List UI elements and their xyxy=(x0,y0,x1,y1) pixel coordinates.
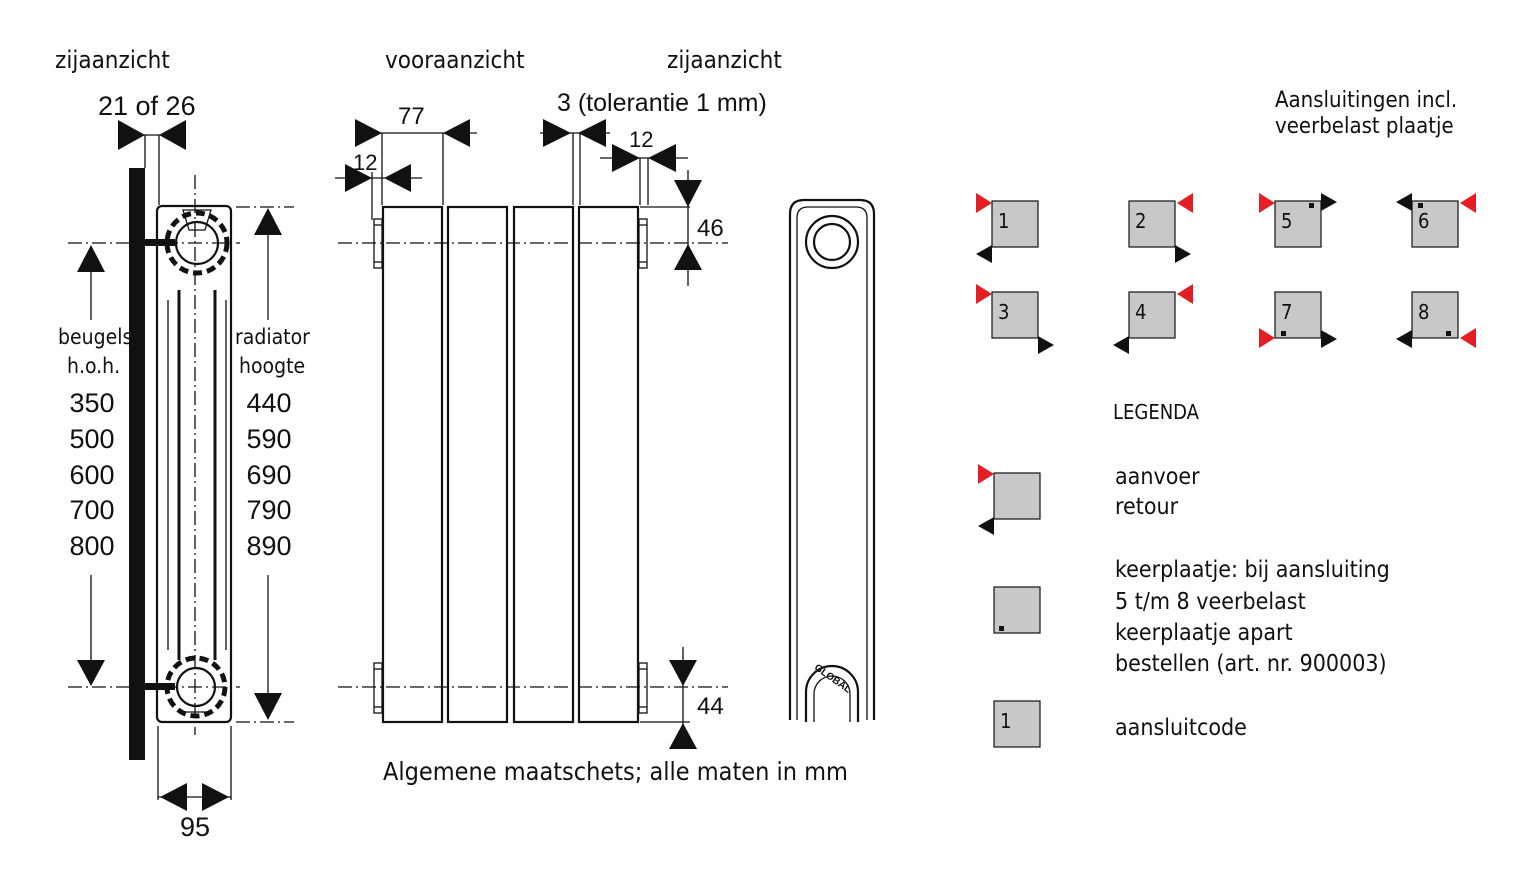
bracket-spacing-value: 800 xyxy=(69,531,114,561)
return-marker xyxy=(976,245,992,263)
connection-code: 1 xyxy=(998,209,1009,233)
bottom-offset-label: 44 xyxy=(697,693,724,720)
radiator-height-value: 790 xyxy=(246,495,291,525)
radiator-height-value: 440 xyxy=(246,388,291,418)
brand-mark: GLOBAL xyxy=(812,662,853,695)
top-offset-label: 46 xyxy=(697,215,724,242)
supply-marker xyxy=(976,284,992,304)
radiator-section xyxy=(381,205,444,724)
radiator-height-list: 440 590 690 790 890 xyxy=(246,388,291,561)
connection-grid: 1 2 5 6 3 xyxy=(976,193,1476,354)
return-marker xyxy=(1175,245,1191,263)
wall-rail xyxy=(129,168,145,760)
legend-supply-label: aanvoer xyxy=(1115,464,1200,490)
legend-return-label: retour xyxy=(1115,494,1179,520)
hoh-label: h.o.h. xyxy=(67,354,120,378)
legend-return-marker xyxy=(978,517,994,535)
beugels-label: beugels xyxy=(58,325,132,349)
connection-code-2: 2 xyxy=(1128,193,1193,263)
radiator-height-value: 890 xyxy=(246,531,291,561)
connection-code: 5 xyxy=(1281,209,1292,233)
connection-code: 8 xyxy=(1418,300,1429,324)
radiator-section xyxy=(446,205,509,724)
section-width-label: 77 xyxy=(398,103,425,130)
supply-marker xyxy=(1177,193,1193,213)
return-marker xyxy=(1113,336,1129,354)
radiator-label: radiator xyxy=(235,325,310,349)
bracket-spacing-list: 350 500 600 700 800 xyxy=(69,388,114,561)
spring-plate-marker xyxy=(1281,331,1286,336)
legend-box-plate xyxy=(993,586,1041,634)
tolerance-label: 3 (tolerantie 1 mm) xyxy=(557,89,767,117)
radiator-section xyxy=(512,205,575,724)
return-marker xyxy=(1038,336,1054,354)
return-marker xyxy=(1321,330,1337,348)
height-label: hoogte xyxy=(239,354,305,378)
supply-marker xyxy=(1460,193,1476,213)
front-view: 77 12 3 (tolerantie 1 m xyxy=(335,89,848,786)
side-view-left: 21 of 26 xyxy=(58,91,310,842)
radiator-height-value: 690 xyxy=(246,460,291,490)
legend-plate-text-3: keerplaatje apart xyxy=(1115,620,1293,646)
spring-plate-marker xyxy=(1309,203,1314,208)
spring-plate-marker xyxy=(1446,331,1451,336)
radiator-height-value: 590 xyxy=(246,424,291,454)
side-edge-offset-label: 12 xyxy=(629,127,653,152)
side-view-right: GLOBAL xyxy=(788,198,876,722)
connection-code-8: 8 xyxy=(1396,291,1476,348)
legend-code-label: aansluitcode xyxy=(1115,715,1247,741)
connection-code: 4 xyxy=(1135,300,1146,324)
side-view-right-title: zijaanzicht xyxy=(667,46,782,74)
bracket-spacing-value: 500 xyxy=(69,424,114,454)
connection-code-6: 6 xyxy=(1396,193,1476,248)
supply-marker xyxy=(1460,328,1476,348)
supply-marker xyxy=(976,193,992,213)
legend-box-code xyxy=(993,700,1041,748)
side-view-left-title: zijaanzicht xyxy=(55,46,170,74)
legend: LEGENDA aanvoer retour keerplaatje: bij … xyxy=(978,400,1390,748)
supply-marker xyxy=(1259,328,1275,348)
radiator-side-profile xyxy=(155,204,233,724)
connection-code: 7 xyxy=(1281,300,1292,324)
legend-title: LEGENDA xyxy=(1113,400,1200,424)
connection-code: 2 xyxy=(1135,209,1146,233)
return-marker xyxy=(1396,330,1412,348)
legend-plate-text-4: bestellen (art. nr. 900003) xyxy=(1115,651,1387,677)
connection-code: 6 xyxy=(1418,209,1429,233)
return-marker xyxy=(1396,193,1412,211)
connection-code: 3 xyxy=(998,300,1009,324)
legend-plate-marker xyxy=(999,626,1004,631)
return-marker xyxy=(1321,193,1337,211)
legend-plate-text-2: 5 t/m 8 veerbelast xyxy=(1115,589,1306,615)
supply-marker xyxy=(1177,284,1193,304)
footer-note: Algemene maatschets; alle maten in mm xyxy=(383,757,848,786)
bracket-spacing-value: 700 xyxy=(69,495,114,525)
connection-code-3: 3 xyxy=(976,284,1054,354)
legend-code-sample: 1 xyxy=(1000,709,1011,733)
legend-box-flow xyxy=(993,472,1041,520)
connection-code-7: 7 xyxy=(1259,291,1337,348)
connections-title-line1: Aansluitingen incl. xyxy=(1275,88,1457,113)
width-dimension-label: 95 xyxy=(180,812,210,842)
bracket-spacing-value: 600 xyxy=(69,460,114,490)
connection-code-1: 1 xyxy=(976,193,1039,263)
legend-plate-text-1: keerplaatje: bij aansluiting xyxy=(1115,557,1390,583)
legend-supply-marker xyxy=(978,464,994,484)
radiator-section xyxy=(577,205,640,724)
bracket-spacing-value: 350 xyxy=(69,388,114,418)
connection-code-5: 5 xyxy=(1259,193,1337,248)
supply-marker xyxy=(1259,193,1275,213)
connections-title-line2: veerbelast plaatje xyxy=(1275,114,1454,139)
depth-dimension-label: 21 of 26 xyxy=(98,91,196,121)
spring-plate-marker xyxy=(1418,203,1423,208)
front-view-title: vooraanzicht xyxy=(385,46,525,74)
connection-code-4: 4 xyxy=(1113,284,1193,354)
